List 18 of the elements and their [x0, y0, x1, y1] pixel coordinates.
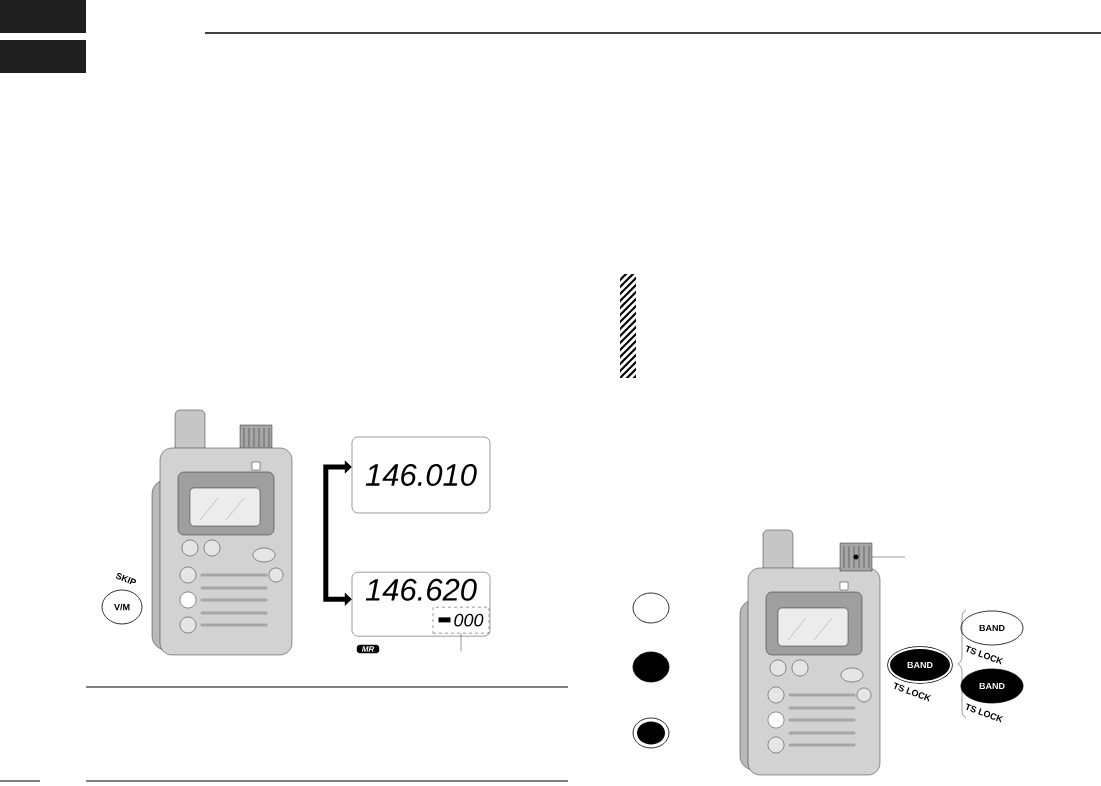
- leader-line: [872, 556, 906, 558]
- band-key: BAND: [960, 610, 1024, 646]
- key-caption: TS LOCK: [966, 645, 1004, 665]
- tab-block: [0, 40, 86, 73]
- dial-knob: [839, 542, 873, 572]
- tab-block: [0, 0, 86, 33]
- leader-line: [460, 633, 462, 652]
- channel-readout: 000: [432, 606, 490, 634]
- key-caption: SKIP: [115, 572, 137, 585]
- mode-badge: MR: [356, 644, 380, 654]
- key-button: V/M: [101, 589, 143, 625]
- key-symbol: [632, 717, 670, 749]
- key-caption: TS LOCK: [966, 703, 1004, 723]
- band-key: BAND: [960, 668, 1024, 704]
- display-panel: 146.010: [351, 436, 491, 514]
- key-symbol: [632, 592, 670, 624]
- key-caption: TS LOCK: [894, 682, 932, 702]
- key-symbol: [632, 651, 670, 683]
